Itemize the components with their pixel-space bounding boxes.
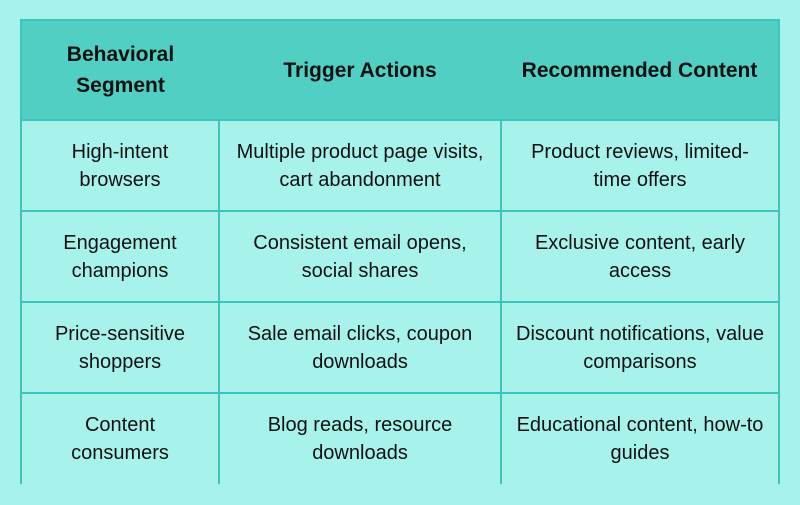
header-behavioral-segment: Behavioral Segment xyxy=(22,21,219,120)
table-body: High-intent browsers Multiple product pa… xyxy=(22,119,778,484)
table-row: High-intent browsers Multiple product pa… xyxy=(22,119,778,212)
header-trigger-actions: Trigger Actions xyxy=(219,21,501,120)
cell-content: Exclusive content, early access xyxy=(500,210,778,303)
cell-trigger: Sale email clicks, coupon downloads xyxy=(218,301,502,394)
segment-table: Behavioral Segment Trigger Actions Recom… xyxy=(22,21,778,484)
segment-table-container: Behavioral Segment Trigger Actions Recom… xyxy=(20,19,780,484)
cell-content: Discount notifications, value comparison… xyxy=(500,301,778,394)
cell-trigger: Blog reads, resource downloads xyxy=(218,392,502,484)
table-row: Engagement champions Consistent email op… xyxy=(22,210,778,303)
cell-segment: Price-sensitive shoppers xyxy=(22,301,220,394)
cell-segment: Content consumers xyxy=(22,392,220,484)
table-header: Behavioral Segment Trigger Actions Recom… xyxy=(22,21,778,120)
cell-segment: Engagement champions xyxy=(22,210,220,303)
cell-trigger: Multiple product page visits, cart aband… xyxy=(218,119,502,212)
table-row: Price-sensitive shoppers Sale email clic… xyxy=(22,301,778,394)
header-recommended-content: Recommended Content xyxy=(501,21,778,120)
cell-segment: High-intent browsers xyxy=(22,119,220,212)
header-row: Behavioral Segment Trigger Actions Recom… xyxy=(22,21,778,120)
cell-content: Product reviews, limited-time offers xyxy=(500,119,778,212)
cell-content: Educational content, how-to guides xyxy=(500,392,778,484)
cell-trigger: Consistent email opens, social shares xyxy=(218,210,502,303)
table-row: Content consumers Blog reads, resource d… xyxy=(22,392,778,484)
